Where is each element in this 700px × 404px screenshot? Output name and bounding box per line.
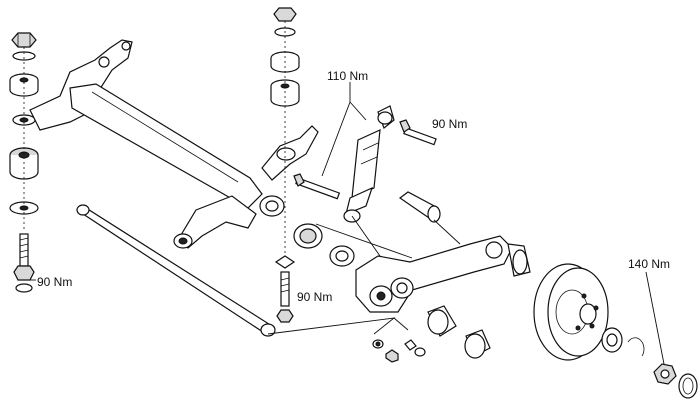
left-mount-bolt: [13, 233, 35, 293]
torque-value-hub-nut: 140 Nm: [628, 257, 670, 271]
arm-bushing-cylinder: [427, 305, 491, 359]
shock-upper-bolt: [399, 119, 437, 146]
torque-value-bushing-bolt: 90 Nm: [297, 290, 332, 304]
center-mount-stack: [261, 7, 319, 323]
shock-lower-bolt: [293, 173, 341, 200]
wheel-bearing: [601, 327, 623, 353]
circlip: [627, 337, 645, 357]
wheel-spindle: [507, 243, 531, 277]
front-bushing-1: [293, 223, 323, 249]
center-top-nut: [273, 7, 297, 22]
trailing-arm: [355, 235, 513, 313]
stub-pin: [398, 191, 441, 223]
left-bracket-bushing: [12, 114, 36, 126]
torque-value-left-mount-bolt: 90 Nm: [37, 275, 72, 289]
center-upper-bracket: [261, 125, 319, 181]
shock-absorber: [343, 105, 395, 223]
right-axle-bracket: [173, 195, 257, 249]
dust-cap: [678, 373, 698, 399]
center-upper-rubber: [270, 51, 300, 73]
center-lower-rubber: [270, 79, 300, 107]
left-lower-rubber-pad: [9, 147, 39, 180]
assembly-lines: [267, 215, 461, 335]
axle-beam: [69, 83, 285, 217]
left-top-nut: [11, 32, 37, 48]
torque-label-left-mount: 90 Nm: [28, 275, 72, 289]
torque-value-shock-upper-bolt: 90 Nm: [432, 117, 467, 131]
torque-label-bushing: 90 Nm: [297, 290, 332, 304]
torque-label-shock-lower: 110 Nm: [321, 69, 368, 177]
left-upper-rubber-pad: [9, 73, 39, 97]
left-axle-bracket: [29, 39, 133, 131]
center-mount-bolt: [274, 255, 296, 323]
brake-drum: [533, 263, 609, 361]
front-bushing-2: [329, 245, 355, 267]
hub-nut: [653, 363, 677, 385]
panhard-rod: [76, 204, 276, 337]
torque-label-hub-nut: 140 Nm: [628, 257, 670, 365]
left-mount-stack: [9, 32, 39, 293]
small-fasteners: [372, 339, 426, 363]
torque-label-shock-upper: 90 Nm: [432, 117, 467, 131]
torque-value-shock-lower-bolt: 110 Nm: [327, 69, 368, 83]
